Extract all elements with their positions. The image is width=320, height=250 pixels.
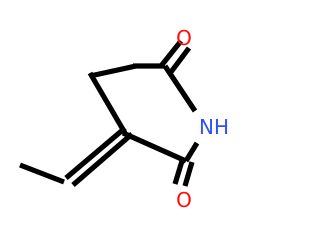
bond-c2-o-bottom-b [182, 161, 195, 187]
bond-c-top-left [89, 63, 137, 79]
bond-ch-ch3 [19, 162, 65, 185]
bond-c5-o-top-b [168, 46, 192, 74]
bond-c5-o-top-a [158, 39, 184, 68]
atom-label-nitrogen: NH [199, 115, 229, 139]
bond-c2-o-bottom-a [172, 160, 185, 185]
bond-c2-nh [183, 141, 200, 163]
bond-c5-nh [162, 64, 198, 113]
molecule-drawing: O NH O [19, 26, 229, 212]
bond-ring-left-vertical [87, 71, 128, 135]
molecule-structure-canvas: O NH O [19, 26, 229, 212]
bond-c3-ch-a [64, 126, 127, 180]
bond-c3-c2 [121, 130, 188, 164]
atom-label-oxygen-bottom: O [176, 188, 192, 212]
bond-c3-ch-b [71, 132, 134, 187]
atom-label-oxygen-top: O [176, 26, 192, 50]
